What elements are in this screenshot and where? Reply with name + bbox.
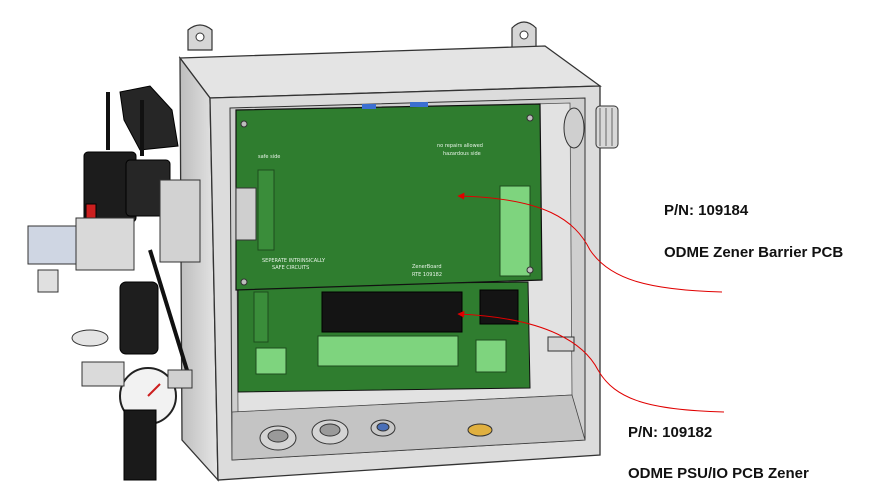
callout-description-psu-io: ODME PSU/IO PCB Zener: [628, 465, 809, 482]
callout-description-zener-barrier: ODME Zener Barrier PCB: [664, 244, 844, 261]
solenoid-valve-assembly: [27, 85, 201, 293]
pcb-separate-circuits-line1: SEPERATE INTRINSICALLY: [262, 258, 326, 264]
pcb-safe-side-text: safe side: [258, 154, 280, 160]
callout-part-number-zener-barrier: P/N: 109184: [664, 202, 749, 219]
mounting-tab-left: [187, 24, 213, 51]
cable-gland-right: [563, 105, 619, 149]
psu-io-pcb: [237, 281, 531, 393]
callout-part-number-psu-io: P/N: 109182: [628, 424, 713, 441]
air-tubing: [106, 92, 192, 381]
mounting-tab-right: [511, 21, 537, 51]
pcb-board-name-line1: ZenerBoard: [412, 264, 442, 270]
side-stub: [547, 336, 575, 352]
callout-arrow-psu-io: [457, 310, 725, 413]
bottom-glands: [259, 419, 493, 451]
callout-arrow-zener-barrier: [457, 192, 723, 293]
zener-barrier-pcb: safe side no repairs allowed hazardous s…: [235, 102, 543, 291]
pcb-separate-circuits-line2: SAFE CIRCUITS: [272, 265, 309, 271]
pcb-board-name-line2: RTE 109182: [412, 272, 442, 278]
pcb-hazardous-side-text: hazardous side: [443, 151, 481, 157]
pcb-no-repairs-text: no repairs allowed: [437, 143, 483, 149]
filter-regulator: [71, 281, 193, 481]
